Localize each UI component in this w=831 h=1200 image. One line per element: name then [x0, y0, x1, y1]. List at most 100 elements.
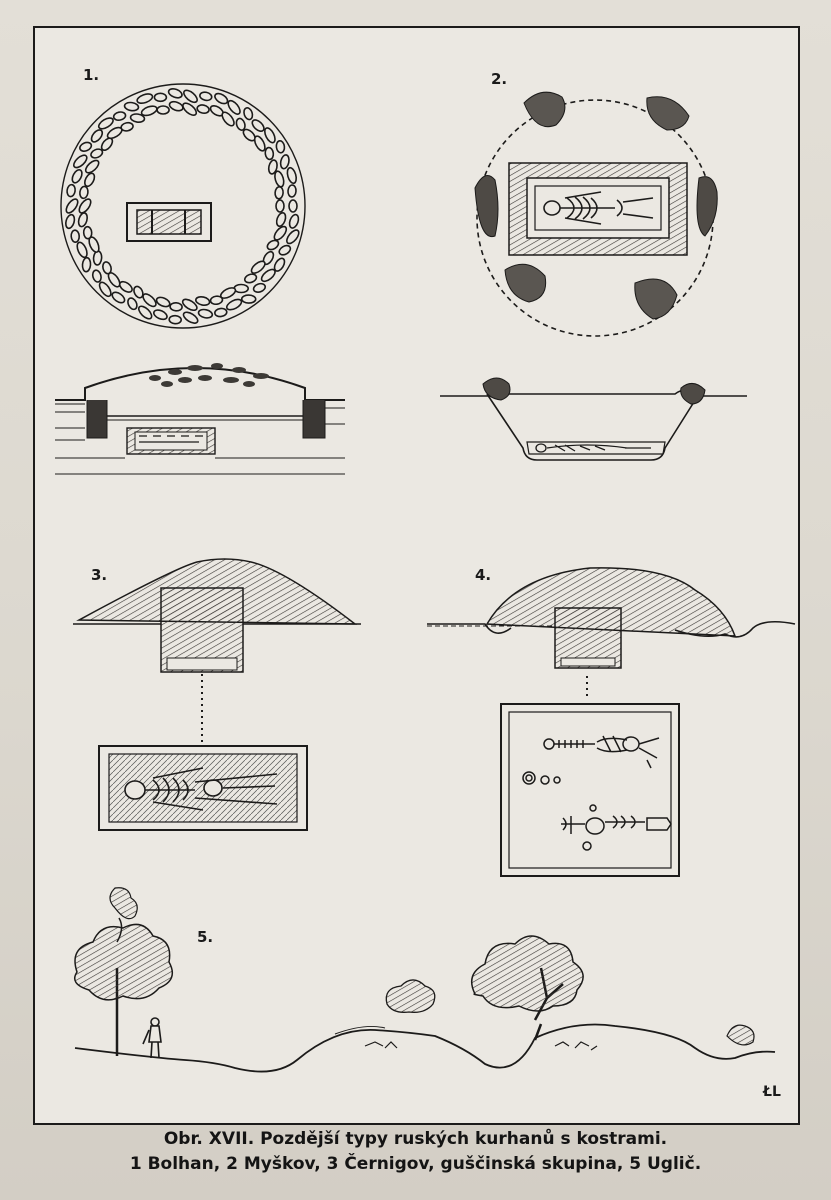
stone: [221, 111, 235, 127]
stone: [168, 314, 182, 325]
plan-2: [474, 91, 718, 337]
stone: [111, 291, 126, 304]
stone: [251, 119, 265, 132]
stone: [79, 141, 93, 152]
stone: [260, 268, 276, 283]
mound-stone: [223, 377, 239, 383]
stone: [118, 280, 133, 293]
stone: [279, 154, 290, 170]
stone: [275, 140, 286, 154]
stone: [140, 105, 158, 117]
stone: [133, 285, 144, 299]
stone: [288, 213, 300, 229]
stone: [129, 113, 146, 123]
stone: [91, 269, 102, 283]
stone: [240, 294, 257, 304]
stone: [71, 169, 83, 184]
fig-label-2: 2.: [491, 70, 507, 88]
mound-stone: [253, 373, 269, 379]
stone: [266, 239, 280, 251]
stone: [123, 101, 140, 112]
stone: [98, 281, 112, 298]
stone: [153, 92, 168, 103]
stone: [155, 296, 171, 308]
mound-stone: [187, 365, 203, 371]
stone: [156, 105, 170, 115]
stone: [264, 146, 275, 161]
stone: [102, 261, 112, 275]
mound-stone: [211, 363, 223, 369]
stone: [78, 198, 92, 214]
stone: [286, 166, 298, 185]
mound-stone: [149, 375, 161, 381]
stone: [76, 241, 88, 259]
stone: [288, 199, 298, 213]
stone: [253, 135, 266, 152]
stone: [196, 104, 210, 115]
stone: [199, 91, 213, 102]
stone: [267, 159, 278, 175]
section-2: [440, 377, 747, 461]
section-3: [73, 558, 361, 831]
stone: [169, 301, 183, 312]
figure-frame: 1. 2.: [33, 26, 800, 1125]
mound-stone: [198, 375, 212, 381]
stone: [243, 273, 258, 284]
section-4: [427, 567, 796, 877]
figure-caption-legend: 1 Bolhan, 2 Myškov, 3 Černigov, guščinsk…: [129, 1154, 702, 1174]
stone: [183, 89, 198, 104]
stone: [73, 154, 88, 169]
stone: [167, 88, 183, 99]
stone: [209, 295, 224, 306]
fig-label-3: 3.: [91, 566, 107, 584]
stone: [195, 296, 211, 306]
stone: [152, 309, 168, 321]
kurgan-illustration: 1. 2.: [55, 66, 796, 1100]
stone: [235, 117, 246, 131]
stone: [214, 307, 228, 318]
mound-stone: [243, 381, 255, 387]
stone: [112, 111, 127, 121]
stone: [273, 225, 288, 241]
stone: [81, 256, 92, 273]
stone: [70, 229, 81, 243]
stone: [90, 148, 104, 159]
fig-label-1: 1.: [83, 66, 99, 84]
stone: [278, 244, 292, 256]
landscape-5: ŁL: [74, 887, 781, 1100]
mound-stone: [168, 369, 182, 375]
stone: [274, 186, 284, 200]
stone: [286, 229, 300, 245]
stone: [97, 117, 114, 130]
stone: [197, 308, 214, 319]
stone: [181, 298, 198, 312]
stone: [274, 170, 285, 188]
stone: [79, 185, 89, 200]
mound-stone: [232, 367, 246, 373]
stone: [225, 298, 243, 311]
stone: [275, 199, 285, 213]
stone: [66, 183, 76, 198]
stone: [243, 107, 254, 121]
stone: [168, 100, 184, 112]
stone: [214, 92, 229, 105]
stone: [84, 159, 100, 174]
stone: [275, 211, 287, 228]
human-figure: [142, 1017, 162, 1059]
fig-label-5: 5.: [197, 928, 213, 946]
stone: [127, 297, 138, 311]
mound-stone: [178, 377, 192, 383]
stone: [252, 282, 267, 293]
coffin-plan-1: [126, 202, 212, 242]
stone: [250, 260, 266, 274]
stone: [287, 184, 297, 198]
artist-monogram: ŁL: [762, 1084, 781, 1100]
stone: [77, 212, 89, 228]
mound-stone: [161, 381, 173, 387]
stone: [227, 99, 241, 115]
stone: [136, 93, 154, 105]
section-1: [55, 363, 345, 475]
stone: [182, 102, 198, 116]
stone: [64, 213, 76, 230]
